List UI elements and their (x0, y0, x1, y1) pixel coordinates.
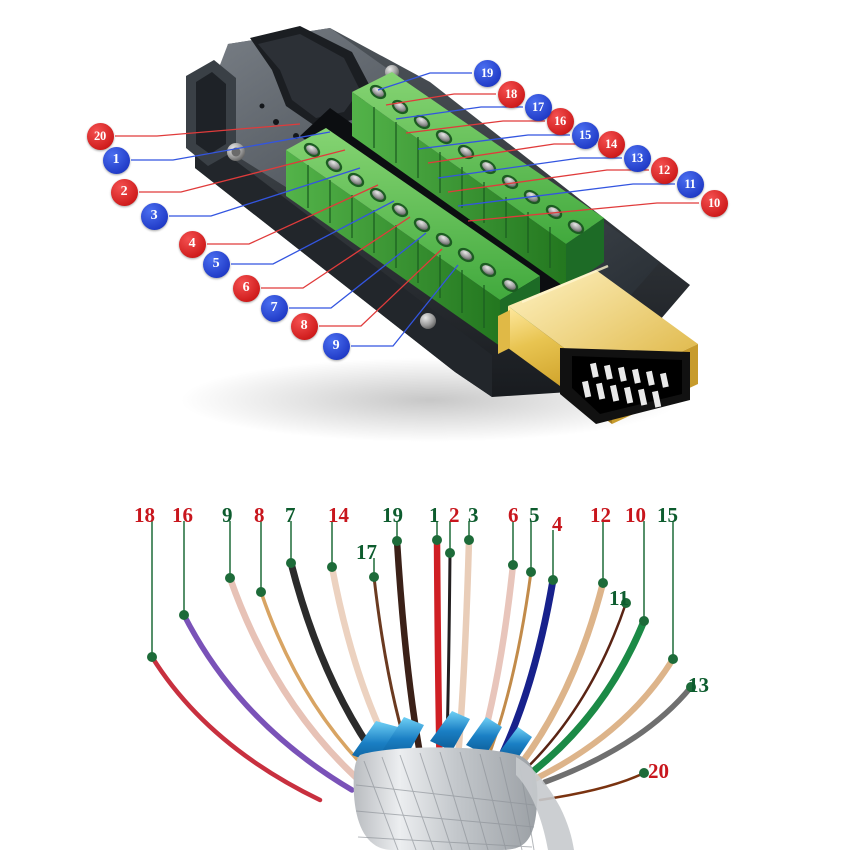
wire-label-10: 10 (625, 503, 646, 527)
wire-label-14: 14 (328, 503, 349, 527)
hdmi-pins (581, 362, 669, 408)
callout-badge-20: 20 (86, 122, 114, 150)
callout-badge-1: 1 (102, 146, 130, 174)
callout-badge-18: 18 (497, 80, 525, 108)
wire-label-4: 4 (552, 512, 563, 536)
wire-tip-dot-11 (621, 598, 631, 608)
callout-leader-1 (131, 131, 331, 161)
wire-label-20: 20 (648, 759, 669, 783)
product-illustration (115, 26, 699, 442)
wire-tip-dot-4 (548, 575, 558, 585)
wire-label-19: 19 (382, 503, 403, 527)
callout-leader-7 (289, 232, 427, 309)
wire-tip-dot-3 (464, 535, 474, 545)
wire-tip-dot-16 (179, 610, 189, 620)
callout-badge-9: 9 (322, 332, 350, 360)
callout-leader-8 (319, 248, 443, 327)
callout-badge-3: 3 (140, 202, 168, 230)
wire-9 (226, 574, 374, 794)
wire-label-6: 6 (508, 503, 519, 527)
wire-label-5: 5 (529, 503, 540, 527)
callout-leader-4 (207, 184, 379, 245)
wire-label-7: 7 (285, 503, 296, 527)
wire-tip-dots (147, 535, 696, 778)
wire-tip-dot-2 (445, 548, 455, 558)
callout-leader-16 (405, 120, 545, 134)
wire-tip-dot-5 (526, 567, 536, 577)
callout-badge-14: 14 (597, 130, 625, 158)
wire-tip-dot-7 (286, 558, 296, 568)
wire-11 (512, 601, 628, 782)
callout-badge-8: 8 (290, 312, 318, 340)
callout-badge-2: 2 (110, 178, 138, 206)
hdmi-plug (498, 264, 698, 424)
callout-badge-17: 17 (524, 93, 552, 121)
wire-label-15: 15 (657, 503, 678, 527)
callout-badge-19: 19 (473, 59, 501, 87)
wire-10 (518, 617, 648, 784)
callout-leader-11 (457, 183, 675, 207)
callout-badge-13: 13 (623, 144, 651, 172)
callout-leader-15 (417, 134, 570, 150)
wire-tip-dot-17 (369, 572, 379, 582)
callout-leader-13 (437, 157, 622, 179)
wire-13 (542, 684, 694, 785)
callout-leaders-left (115, 123, 459, 347)
wire-15 (530, 656, 676, 783)
front-screw-terminals (303, 142, 519, 293)
callout-leader-20 (115, 123, 301, 137)
wire-label-13: 13 (688, 673, 709, 697)
wire-tip-dot-14 (327, 562, 337, 572)
wire-label-3: 3 (468, 503, 479, 527)
callout-leader-3 (169, 167, 361, 217)
callout-leader-9 (351, 264, 459, 347)
wire-tip-dot-12 (598, 578, 608, 588)
braided-shield (353, 747, 574, 850)
wire-label-18: 18 (134, 503, 155, 527)
callout-leader-6 (261, 216, 411, 289)
callout-badge-5: 5 (202, 250, 230, 278)
wire-tip-dot-8 (256, 587, 266, 597)
callout-leader-5 (231, 200, 395, 265)
wire-tip-dot-13 (686, 682, 696, 692)
wire-label-1: 1 (429, 503, 440, 527)
wire-tip-dot-15 (668, 654, 678, 664)
wire-tip-dot-1 (432, 535, 442, 545)
callout-badge-12: 12 (650, 156, 678, 184)
callout-leader-18 (385, 93, 496, 106)
wire-tip-dot-19 (392, 536, 402, 546)
wire-18 (149, 654, 323, 803)
wire-label-9: 9 (222, 503, 233, 527)
wire-label-12: 12 (590, 503, 611, 527)
callout-leader-19 (377, 72, 472, 91)
wire-leaders (151, 521, 692, 777)
wire-tip-dot-10 (639, 616, 649, 626)
callout-leader-10 (467, 202, 699, 222)
callout-badge-10: 10 (700, 189, 728, 217)
wire-tip-dot-18 (147, 652, 157, 662)
wire-label-17: 17 (356, 540, 377, 564)
wire-fan-illustration (147, 521, 696, 850)
wire-tip-dot-6 (508, 560, 518, 570)
wire-tip-dot-9 (225, 573, 235, 583)
callout-badge-15: 15 (571, 121, 599, 149)
wire-label-8: 8 (254, 503, 265, 527)
callout-leader-2 (139, 149, 346, 193)
wire-tip-dot-20 (639, 768, 649, 778)
callout-badge-11: 11 (676, 170, 704, 198)
housing-screw-bottom (420, 313, 436, 329)
callout-badge-7: 7 (260, 294, 288, 322)
wire-16 (181, 612, 355, 793)
wire-label-2: 2 (449, 503, 460, 527)
wire-label-16: 16 (172, 503, 193, 527)
callout-badge-4: 4 (178, 230, 206, 258)
callout-badge-6: 6 (232, 274, 260, 302)
wire-label-11: 11 (609, 586, 629, 610)
